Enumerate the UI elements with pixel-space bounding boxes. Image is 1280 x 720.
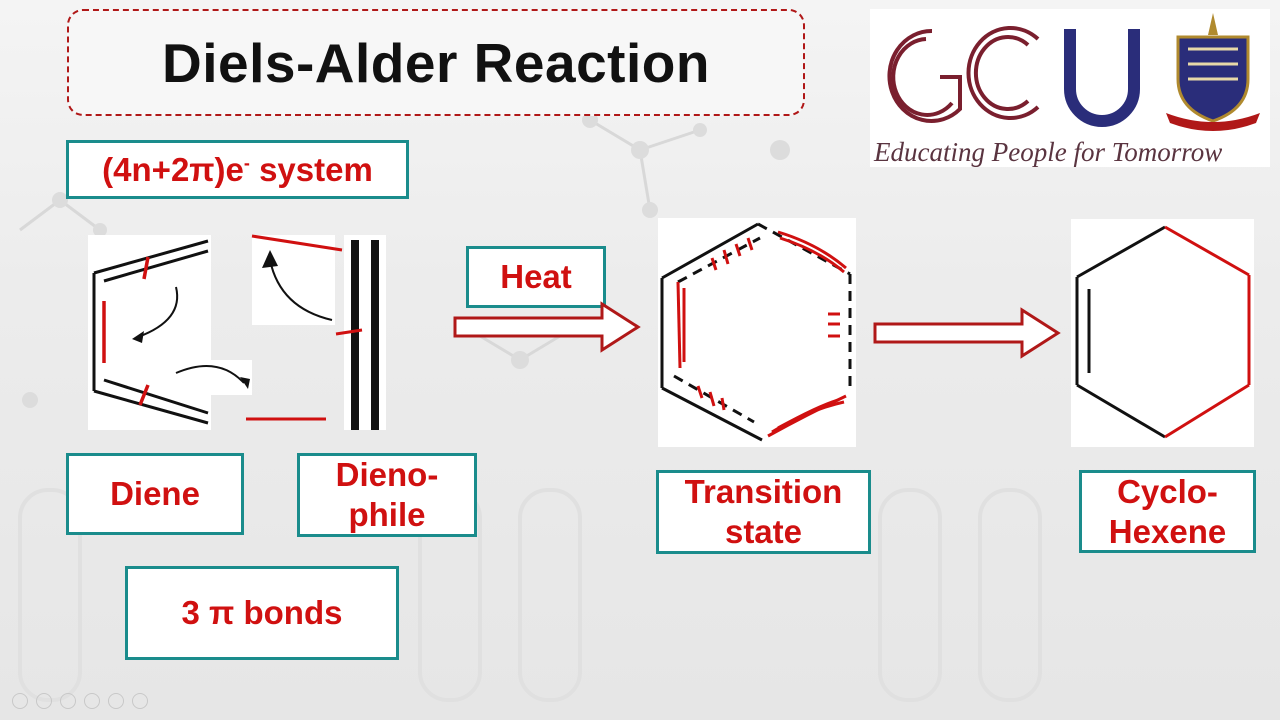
diene-label-box: Diene xyxy=(66,453,244,535)
reaction-arrow-1 xyxy=(453,301,641,353)
dienophile-label-line1: Dieno- xyxy=(335,456,439,494)
transition-state-structure xyxy=(660,222,852,442)
cyclohexene-structure xyxy=(1075,225,1251,439)
pi-bonds-box: 3 π bonds xyxy=(125,566,399,660)
electron-system-box: (4n+2π)e- system xyxy=(66,140,409,199)
logo-tagline: Educating People for Tomorrow xyxy=(874,137,1223,167)
slide-title: Diels-Alder Reaction xyxy=(162,31,710,94)
transition-state-label-box: Transition state xyxy=(656,470,871,554)
more-options-icon[interactable] xyxy=(132,693,148,709)
gcu-logo-mark xyxy=(887,13,1260,131)
dienophile-label-box: Dieno- phile xyxy=(297,453,477,537)
slides-grid-icon[interactable] xyxy=(84,693,100,709)
product-label-line1: Cyclo- xyxy=(1117,472,1218,510)
dienophile-arrow-panel xyxy=(252,235,335,325)
next-slide-icon[interactable] xyxy=(36,693,52,709)
dienophile-structure xyxy=(246,234,379,430)
diene-structure xyxy=(92,239,250,425)
transition-label-line1: Transition xyxy=(684,473,843,511)
cyclohexene-panel xyxy=(1071,219,1254,447)
transition-label-line2: state xyxy=(724,513,803,550)
reaction-arrow-2 xyxy=(873,307,1061,359)
cyclohexene-label-box: Cyclo- Hexene xyxy=(1079,470,1256,553)
dienophile-label-line2: phile xyxy=(348,496,426,533)
gcu-logo: Educating People for Tomorrow xyxy=(870,9,1270,167)
product-label-line2: Hexene xyxy=(1108,512,1227,550)
diene-label: Diene xyxy=(110,475,200,513)
pen-tool-icon[interactable] xyxy=(60,693,76,709)
zoom-icon[interactable] xyxy=(108,693,124,709)
electron-system-label: (4n+2π)e- system xyxy=(102,150,373,188)
heat-label: Heat xyxy=(500,258,572,296)
heat-label-box: Heat xyxy=(466,246,606,308)
prev-slide-icon[interactable] xyxy=(12,693,28,709)
title-box: Diels-Alder Reaction xyxy=(67,9,805,116)
pi-bonds-label: 3 π bonds xyxy=(181,594,343,632)
